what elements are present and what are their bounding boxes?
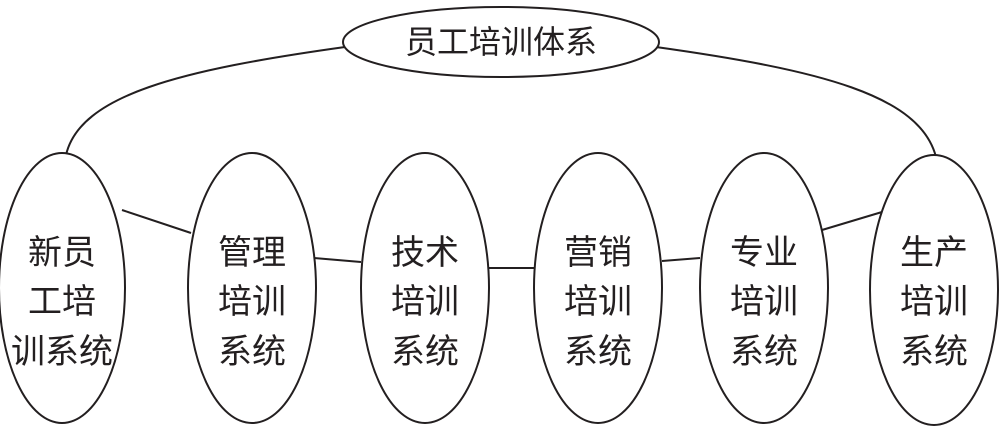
connector-4-5 (661, 257, 701, 262)
node-label-line: 系统 (564, 331, 632, 372)
node-label-line: 系统 (900, 331, 968, 372)
node-label-line: 培训 (391, 282, 459, 323)
node-label-line: 训系统 (11, 331, 113, 372)
node-label-line: 培训 (218, 282, 286, 323)
node-ellipse-technical (360, 152, 490, 424)
node-label-production: 生产 培训 系统 (870, 229, 998, 377)
node-label-line: 系统 (730, 331, 798, 372)
connector-5-6 (821, 211, 883, 231)
node-label-line: 系统 (391, 331, 459, 372)
node-label-line: 专业 (730, 233, 798, 273)
node-label-line: 培训 (730, 282, 798, 323)
node-ellipse-management (187, 152, 317, 424)
node-label-line: 新员 (28, 233, 96, 273)
node-label-technical: 技术 培训 系统 (361, 229, 489, 377)
connector-2-3 (313, 257, 362, 263)
node-label-line: 技术 (391, 233, 459, 273)
node-label-line: 培训 (900, 282, 968, 323)
node-label-marketing: 营销 培训 系统 (534, 229, 662, 377)
arc-right (655, 46, 937, 158)
node-label-professional: 专业 培训 系统 (700, 229, 828, 377)
node-ellipse-marketing (533, 152, 663, 424)
node-ellipse-new-staff (0, 152, 126, 424)
root-node-label: 员工培训体系 (404, 23, 597, 61)
node-label-line: 营销 (564, 233, 632, 273)
node-label-line: 培训 (564, 282, 632, 323)
node-ellipse-production (869, 154, 999, 426)
node-label-line: 管理 (218, 233, 286, 273)
node-label-line: 工培 (28, 282, 96, 323)
node-label-line: 系统 (218, 331, 286, 372)
node-label-line: 生产 (900, 233, 968, 273)
node-label-new-staff: 新员 工培 训系统 (0, 229, 124, 377)
node-ellipse-professional (699, 152, 829, 424)
node-label-management: 管理 培训 系统 (188, 229, 316, 377)
root-node-ellipse (342, 6, 660, 78)
connector-1-2 (121, 209, 192, 234)
arc-left (65, 46, 346, 156)
